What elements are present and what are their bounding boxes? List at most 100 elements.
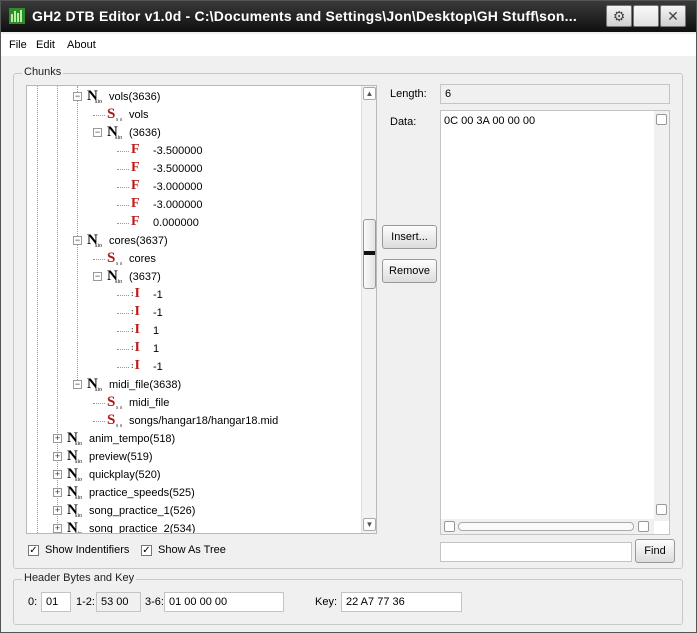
data-horizontal-scrollbar[interactable] (441, 519, 654, 534)
node-type-i-icon: : I (131, 286, 140, 301)
window-title: GH2 DTB Editor v1.0d - C:\Documents and … (32, 8, 577, 24)
tree-node[interactable]: : I-1 (27, 286, 357, 304)
insert-button[interactable]: Insert... (382, 225, 437, 249)
tree-node[interactable]: : I-1 (27, 358, 357, 376)
collapse-icon[interactable]: − (73, 91, 82, 101)
node-type-f-icon: F (131, 196, 140, 211)
tree-node-label: anim_tempo(518) (89, 433, 176, 445)
tree-node[interactable]: F-3.000000 (27, 196, 357, 214)
tree-branch-line (117, 205, 129, 206)
tree-branch-line (93, 115, 105, 116)
tree-guide-line (57, 86, 58, 533)
collapse-icon[interactable]: − (73, 235, 82, 245)
expand-icon[interactable]: + (53, 469, 62, 479)
tree-node-label: midi_file (129, 397, 170, 409)
length-field: 6 (440, 84, 670, 104)
scrollbar-thumb[interactable] (363, 219, 376, 289)
length-label: Length: (390, 88, 427, 100)
tree-node-label: preview(519) (89, 451, 153, 463)
tree-node-label: (3636) (129, 127, 161, 139)
menu-file[interactable]: File (9, 39, 27, 51)
chunks-group: Chunks (13, 66, 683, 569)
byte0-field[interactable]: 01 (41, 592, 71, 612)
hscroll-thumb[interactable] (458, 522, 634, 531)
help-button[interactable]: ⚙ (606, 5, 632, 27)
collapse-icon[interactable]: − (93, 127, 102, 137)
tree-node-label: 0.000000 (153, 217, 199, 229)
tree-node-label: -1 (153, 361, 163, 373)
node-type-f-icon: F (131, 178, 140, 193)
menu-about[interactable]: About (67, 39, 96, 51)
tree-node[interactable]: F-3.500000 (27, 160, 357, 178)
scroll-down-icon[interactable] (656, 504, 667, 515)
byte36-field[interactable]: 01 00 00 00 (164, 592, 284, 612)
menu-edit[interactable]: Edit (36, 39, 55, 51)
tree-scrollbar[interactable]: ▲ ▼ (361, 86, 376, 533)
tree-node[interactable]: F-3.500000 (27, 142, 357, 160)
expand-icon[interactable]: + (53, 451, 62, 461)
scroll-up-icon[interactable] (656, 114, 667, 125)
tree-node-label: song_practice_2(534) (89, 523, 196, 534)
expand-icon[interactable]: + (53, 505, 62, 515)
tree-branch-line (117, 349, 129, 350)
scroll-down-icon[interactable]: ▼ (363, 518, 376, 531)
find-button[interactable]: Find (635, 539, 675, 563)
scroll-left-icon[interactable] (444, 521, 455, 532)
collapse-icon[interactable]: − (73, 379, 82, 389)
data-textarea[interactable]: 0C 00 3A 00 00 00 (440, 110, 670, 535)
scroll-right-icon[interactable] (638, 521, 649, 532)
tree-node-label: songs/hangar18/hangar18.mid (129, 415, 279, 427)
key-field[interactable]: 22 A7 77 36 (341, 592, 462, 612)
tree-node[interactable]: F 0.000000 (27, 214, 357, 232)
title-bar[interactable]: GH2 DTB Editor v1.0d - C:\Documents and … (1, 1, 696, 32)
expand-icon[interactable]: + (53, 487, 62, 497)
maximize-button[interactable] (633, 5, 659, 27)
expand-icon[interactable]: + (53, 433, 62, 443)
data-vertical-scrollbar[interactable] (654, 111, 669, 521)
close-button[interactable]: ✕ (660, 5, 686, 27)
tree-branch-line (117, 223, 129, 224)
byte12-field: 53 00 (96, 592, 141, 612)
expand-icon[interactable]: + (53, 523, 62, 533)
tree-branch-line (117, 313, 129, 314)
menu-bar: File Edit About (1, 34, 696, 56)
tree-node[interactable]: : I-1 (27, 304, 357, 322)
tree-node-label: -1 (153, 307, 163, 319)
checkbox-box[interactable]: ✓ (28, 545, 39, 556)
tree-node-label: (3637) (129, 271, 161, 283)
collapse-icon[interactable]: − (93, 271, 102, 281)
tree-node-label: vols (129, 109, 149, 121)
header-bytes-group: Header Bytes and Key (13, 572, 683, 625)
find-input[interactable] (440, 542, 632, 562)
tree-guide-line (37, 86, 38, 533)
checkbox-box[interactable]: ✓ (141, 545, 152, 556)
tree-branch-line (117, 151, 129, 152)
tree-node[interactable]: F-3.000000 (27, 178, 357, 196)
node-type-f-icon: F (131, 214, 140, 229)
scroll-up-icon[interactable]: ▲ (363, 87, 376, 100)
remove-button[interactable]: Remove (382, 259, 437, 283)
tree-node-label: -3.500000 (153, 163, 203, 175)
